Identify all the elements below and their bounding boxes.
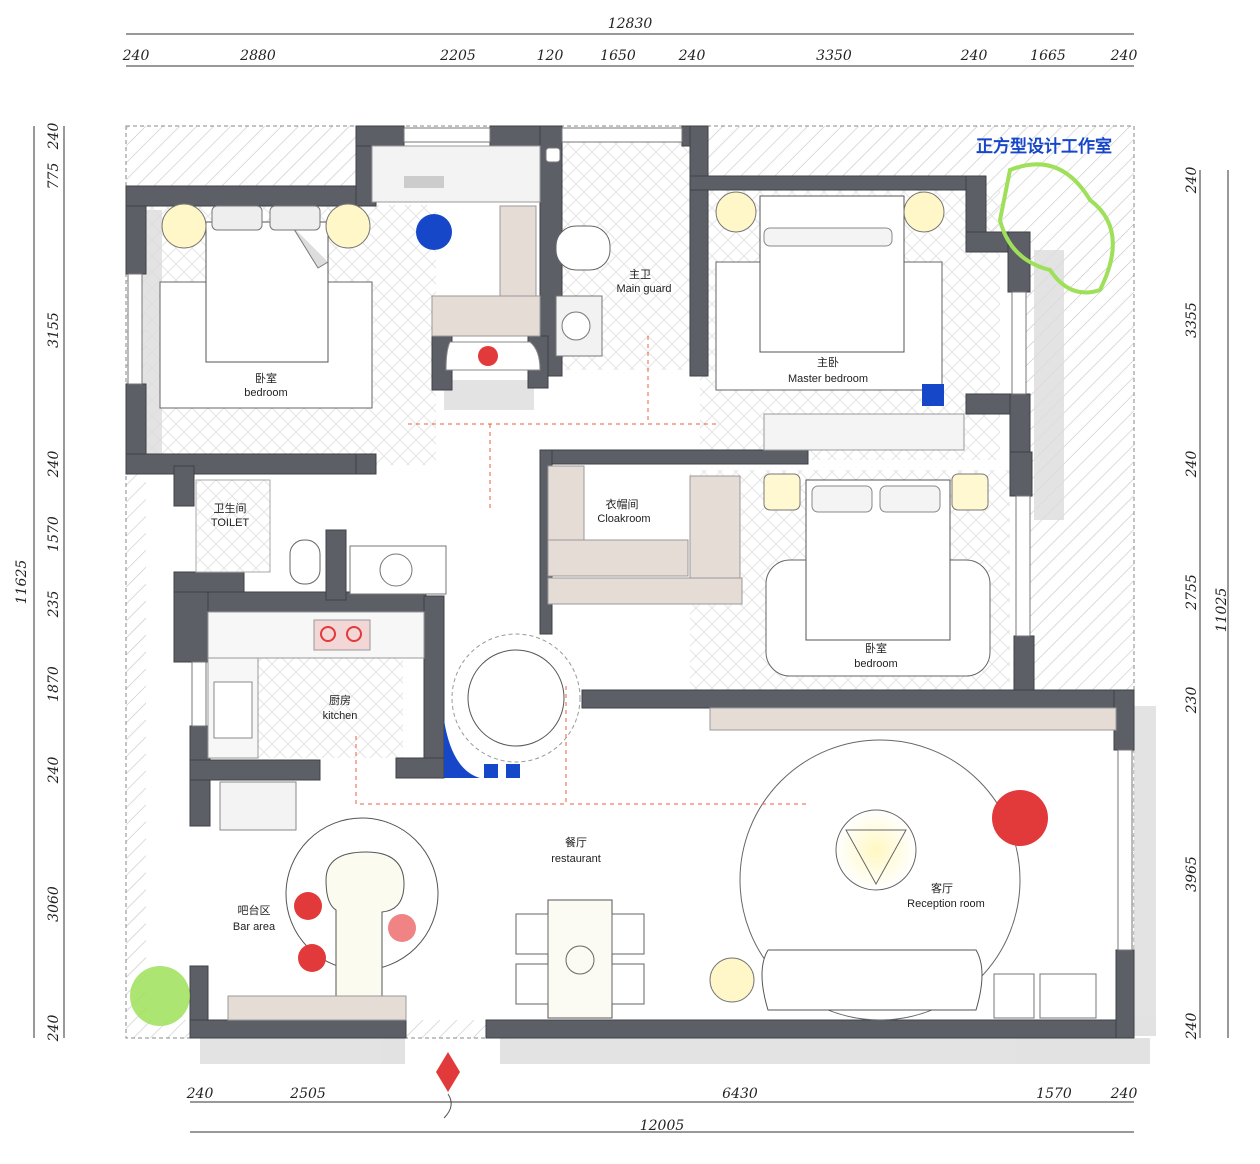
dimension-left: [33, 126, 65, 1038]
dim-left-seg-1: 775: [46, 163, 62, 190]
dim-top-seg-1: 2880: [239, 48, 276, 64]
room-label-kitchen-cn: 厨房: [329, 694, 351, 707]
dim-top-seg-7: 240: [960, 48, 988, 64]
dim-left-seg-4: 1570: [46, 516, 62, 552]
bedroom-e-furniture: [763, 473, 991, 677]
dim-right-seg-4: 230: [1184, 687, 1200, 715]
dimension-right: [1199, 170, 1229, 1038]
dim-left-labels: 11625 240 775 3155 240 1570 235 1870 240…: [14, 123, 62, 1043]
studio-name: 正方型设计工作室: [976, 136, 1112, 157]
dim-right-seg-5: 3965: [1184, 856, 1200, 892]
dim-bottom-seg-2: 6430: [722, 1086, 758, 1102]
master-bedroom-furniture: [715, 191, 965, 451]
room-label-toilet-cn: 卫生间: [214, 501, 247, 515]
entrance-marker-icon: [436, 1052, 460, 1119]
dim-bottom-seg-0: 240: [186, 1086, 214, 1102]
room-label-master-en: Master bedroom: [788, 373, 868, 385]
bar-furniture: [219, 781, 439, 1021]
room-label-master-cn: 主卧: [817, 356, 839, 369]
dim-left-seg-6: 1870: [46, 666, 62, 702]
plants: [130, 162, 1115, 1026]
walls: [125, 125, 1135, 1039]
room-label-bedroom-e-en: bedroom: [854, 658, 897, 670]
dim-right-total: 11025: [1214, 588, 1230, 633]
dim-right-seg-6: 240: [1184, 1013, 1200, 1041]
dim-top-total: 12830: [608, 16, 653, 32]
dim-left-seg-3: 240: [46, 451, 62, 479]
dimension-top: [126, 33, 1134, 67]
dim-right-seg-3: 2755: [1184, 574, 1200, 611]
room-label-bar-cn: 吧台区: [238, 903, 271, 917]
dim-top-seg-4: 1650: [600, 48, 636, 64]
circulation-lines: [355, 336, 806, 805]
room-label-restaurant-en: restaurant: [551, 853, 601, 865]
dim-right-seg-2: 240: [1184, 451, 1200, 479]
dim-right-seg-1: 3355: [1184, 302, 1200, 338]
room-label-main-guard-cn: 主卫: [629, 268, 651, 281]
room-label-bedroom-nw-en: bedroom: [244, 387, 287, 399]
dim-top-seg-8: 1665: [1030, 48, 1066, 64]
dim-top-seg-0: 240: [122, 48, 150, 64]
dim-top-seg-6: 3350: [816, 48, 852, 64]
room-label-reception-en: Reception room: [907, 898, 985, 910]
dim-top-seg-2: 2205: [439, 48, 476, 64]
room-label-reception-cn: 客厅: [931, 881, 953, 895]
dim-top-seg-9: 240: [1110, 48, 1138, 64]
dim-bottom-total: 12005: [640, 1118, 685, 1134]
dim-left-seg-2: 3155: [46, 312, 62, 348]
dim-top-seg-3: 120: [537, 48, 564, 64]
dining-furniture: [515, 899, 645, 1019]
room-label-main-guard-en: Main guard: [616, 283, 671, 295]
room-label-cloakroom-en: Cloakroom: [597, 513, 650, 525]
dim-bottom-seg-1: 2505: [289, 1086, 326, 1102]
dim-left-seg-5: 235: [46, 591, 62, 619]
room-label-bedroom-nw-cn: 卧室: [255, 371, 277, 385]
dim-left-seg-7: 240: [46, 757, 62, 785]
room-label-restaurant-cn: 餐厅: [565, 835, 587, 849]
dim-left-seg-8: 3060: [46, 886, 62, 922]
toilet-furniture: [195, 479, 447, 595]
room-label-bedroom-e-cn: 卧室: [865, 641, 887, 655]
cloakroom-furniture: [547, 465, 743, 605]
dim-left-seg-9: 240: [46, 1015, 62, 1043]
room-label-toilet-en: TOILET: [211, 517, 250, 529]
room-label-cloakroom-cn: 衣帽间: [606, 497, 639, 511]
dim-bottom-seg-4: 240: [1110, 1086, 1138, 1102]
wall-shadows: [142, 210, 1156, 1064]
dim-top-seg-5: 240: [678, 48, 706, 64]
dim-left-total: 11625: [14, 560, 30, 605]
room-label-kitchen-en: kitchen: [323, 710, 358, 722]
living-room-furniture: [709, 707, 1117, 1021]
kitchen-furniture: [207, 611, 425, 759]
main-guard-furniture: [545, 147, 611, 357]
dim-left-seg-0: 240: [46, 123, 62, 151]
windows: [127, 127, 1133, 951]
dim-right-labels: 11025 240 3355 240 2755 230 3965 240: [1184, 167, 1230, 1041]
round-hall: [444, 633, 581, 778]
dimension-bottom: [190, 1101, 1134, 1133]
dim-bottom-seg-3: 1570: [1036, 1086, 1072, 1102]
room-label-bar-en: Bar area: [233, 921, 276, 933]
dim-right-seg-0: 240: [1184, 167, 1200, 195]
bedroom-nw-furniture: [159, 145, 541, 409]
